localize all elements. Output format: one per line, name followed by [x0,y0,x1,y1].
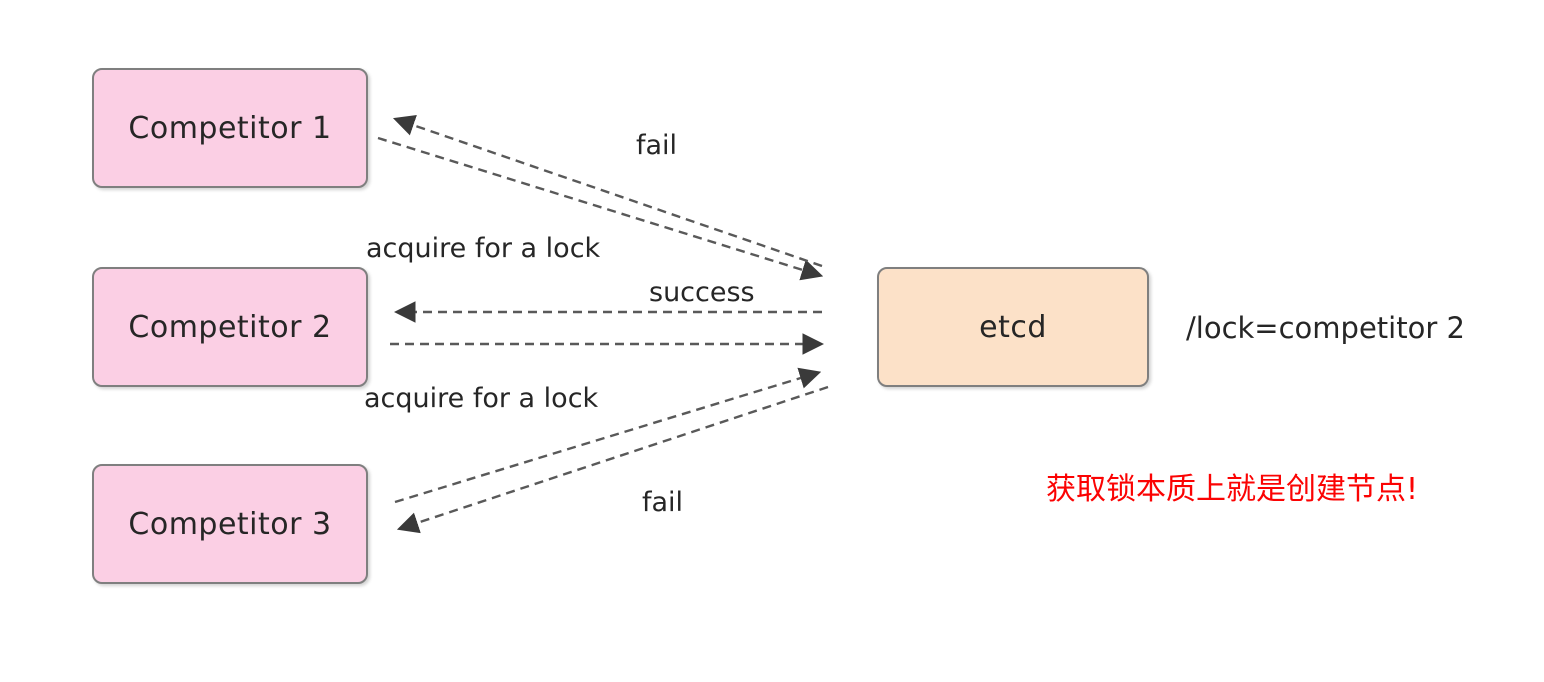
edge-label-acquire-bottom: acquire for a lock [364,383,599,414]
node-etcd[interactable]: etcd [877,267,1149,387]
edge-label-fail-top: fail [636,130,678,161]
lock-key-annotation: /lock=competitor 2 [1186,311,1465,345]
node-competitor-1[interactable]: Competitor 1 [92,68,368,188]
edge-label-success: success [649,277,755,308]
node-competitor-2[interactable]: Competitor 2 [92,267,368,387]
edge-label-acquire-top: acquire for a lock [366,233,601,264]
node-competitor-3[interactable]: Competitor 3 [92,464,368,584]
edge-label-fail-bottom: fail [642,487,684,518]
node-etcd-label: etcd [979,309,1047,345]
node-competitor-2-label: Competitor 2 [128,309,332,345]
chinese-note-annotation: 获取锁本质上就是创建节点! [1046,472,1419,507]
node-competitor-3-label: Competitor 3 [128,506,332,542]
node-competitor-1-label: Competitor 1 [128,110,332,146]
